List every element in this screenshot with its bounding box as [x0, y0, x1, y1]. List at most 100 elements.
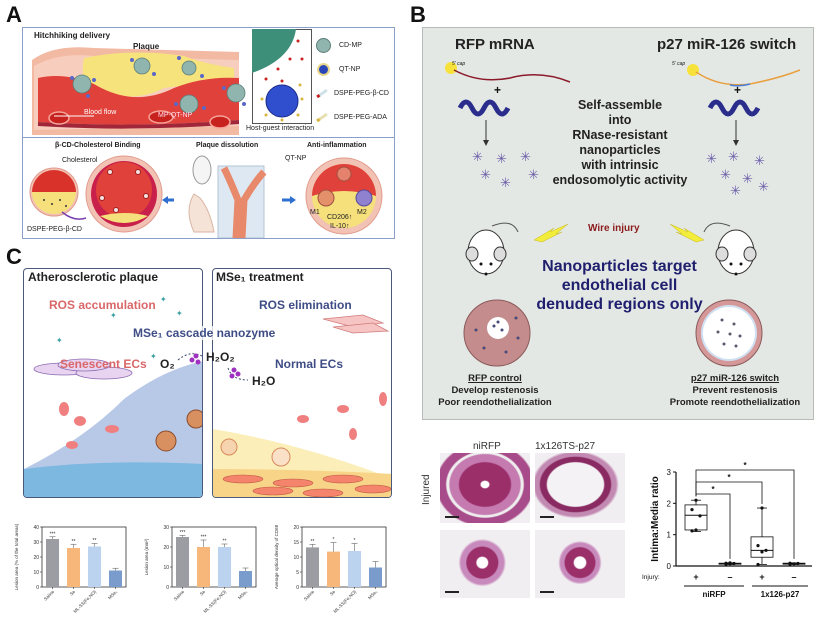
plaque-label: Plaque — [133, 42, 160, 51]
data-point — [698, 514, 702, 518]
data-point — [694, 528, 698, 532]
group-label: niRFP — [702, 590, 726, 599]
bar — [175, 537, 190, 587]
dspe-peg-ada-icon — [316, 112, 328, 122]
lightning-left-icon — [534, 223, 569, 243]
p27-switch-vessel — [695, 299, 763, 367]
histo-col-label-nirfp: niRFP — [473, 441, 501, 452]
nanoparticles-left: ✳ ✳ ✳ ✳ ✳ ✳ — [470, 150, 550, 200]
mp-qt-np-label: MP-QT-NP — [158, 112, 193, 119]
x-tick-label: MSe₁ — [367, 589, 378, 600]
y-tick-label: 15 — [293, 540, 299, 546]
qt-np-dots — [70, 56, 246, 110]
artery-illustration — [32, 47, 246, 135]
legend-item: CD-MP — [316, 33, 394, 57]
m1-label: M1 — [310, 209, 320, 216]
ros-elimination-label: ROS elimination — [259, 298, 352, 312]
significance-label: * — [743, 461, 747, 470]
nanoparticles-right: ✳ ✳ ✳ ✳ ✳ ✳ ✳ — [706, 150, 786, 200]
self-assemble-text: Self-assemble into RNase-resistant nanop… — [552, 98, 688, 187]
x-tick-label: ML-SS(Fe,NO) — [332, 589, 357, 614]
cap-icon — [445, 62, 457, 74]
ros-icon: ✦ — [160, 295, 167, 304]
peptide-helix-icon — [707, 99, 761, 117]
lightning-right-icon — [669, 223, 704, 243]
y-tick-label: 20 — [293, 525, 299, 531]
legend-label: DSPE-PEG-ADA — [334, 113, 387, 121]
lightning-icons — [534, 223, 704, 243]
panel-a-legend: CD-MP QT-NP DSPE-PEG-β-CD DSPE-PEG-ADA — [316, 33, 394, 129]
y-axis-label: Intima:Media ratio — [650, 476, 661, 562]
nanoparticle-icon: ✳ — [754, 153, 765, 168]
x-tick-label: MSe₁ — [237, 589, 248, 600]
nanoparticle-icon: ✳ — [720, 167, 731, 182]
data-point — [694, 498, 698, 502]
ros-icon: ✦ — [150, 352, 157, 361]
x-tick-label: Saline — [43, 589, 56, 602]
h2o-label: H₂O — [252, 374, 276, 388]
rfp-mrna-strand — [453, 69, 571, 83]
y-tick-label: 5 — [296, 570, 299, 576]
injury-sign: + — [693, 572, 698, 582]
bar — [347, 551, 362, 587]
injury-label: Injury: — [642, 574, 660, 581]
significance-label: *** — [201, 535, 207, 541]
cascade-reaction-arrows — [177, 353, 249, 381]
mouse-right-icon — [703, 222, 757, 276]
dspe-peg-b-cd-icon — [316, 88, 328, 98]
host-guest-label: Host-guest interaction — [246, 125, 315, 132]
legend-label: CD-MP — [339, 41, 362, 49]
normal-ec-cells — [322, 314, 390, 334]
significance-label: ** — [311, 539, 315, 545]
hitchhiking-title: Hitchhiking delivery — [34, 31, 111, 40]
y-tick-label: 0 — [36, 585, 39, 591]
y-tick-label: 0 — [667, 562, 672, 571]
legend-label: DSPE-PEG-β-CD — [334, 89, 389, 97]
x-tick-label: Se — [69, 589, 77, 597]
nanoparticle-icon: ✳ — [728, 149, 739, 164]
mse1-treatment-box — [212, 268, 392, 498]
panel-letter-c: C — [6, 244, 22, 269]
nanoparticle-icon: ✳ — [706, 151, 717, 166]
y-tick-label: 20 — [33, 555, 39, 561]
o2-label: O₂ — [160, 357, 175, 371]
x-tick-label: Saline — [173, 589, 186, 602]
nanozyme-label: MSe₁ cascade nanozyme — [133, 326, 276, 340]
cap-icon — [687, 64, 699, 76]
nanoparticle-icon: ✳ — [500, 175, 511, 190]
data-point — [756, 562, 760, 567]
histology-image-1x126ts-p27-uninjured — [535, 530, 625, 598]
y-tick-label: 10 — [293, 555, 299, 561]
senescent-ec-cells — [33, 358, 133, 380]
bar — [196, 547, 211, 587]
data-point — [760, 550, 764, 554]
significance-label: * — [727, 473, 731, 482]
plus-sign-left: + — [494, 83, 502, 97]
legend-item: QT-NP — [316, 57, 394, 81]
macrophage — [220, 438, 238, 456]
legend-item: DSPE-PEG-ADA — [316, 105, 394, 129]
bar — [368, 567, 383, 587]
lesion-area-percent-chart: Lesion area (% of the total areas)010203… — [14, 523, 127, 614]
plaque-deposit — [82, 52, 234, 97]
rfp-control-outcome: RFP control Develop restenosis Poor reen… — [438, 373, 552, 408]
box — [750, 536, 774, 558]
macrophage — [155, 430, 177, 452]
plus-sign-right: + — [734, 83, 742, 97]
p27-mrna-strand — [695, 69, 801, 86]
ros-icon: ✦ — [176, 309, 183, 318]
histology-image-nirfp-uninjured — [440, 530, 530, 598]
significance-label: *** — [180, 530, 186, 536]
bar — [45, 539, 60, 587]
significance-bracket — [695, 469, 795, 559]
nanoparticle-icon: ✳ — [496, 151, 507, 166]
panel-letter-b: B — [410, 2, 426, 27]
ros-accumulation-label: ROS accumulation — [49, 298, 156, 312]
mrna-assembly-illustration — [445, 62, 801, 146]
mouse-left-icon — [465, 222, 519, 276]
il10-label: IL-10↑ — [330, 223, 350, 230]
nanoparticle-icon: ✳ — [758, 179, 769, 194]
group-label: 1x126-p27 — [761, 590, 800, 599]
peptide-helix-icon — [457, 99, 511, 117]
x-tick-label: ML-SS(Fe,NO) — [202, 589, 227, 614]
